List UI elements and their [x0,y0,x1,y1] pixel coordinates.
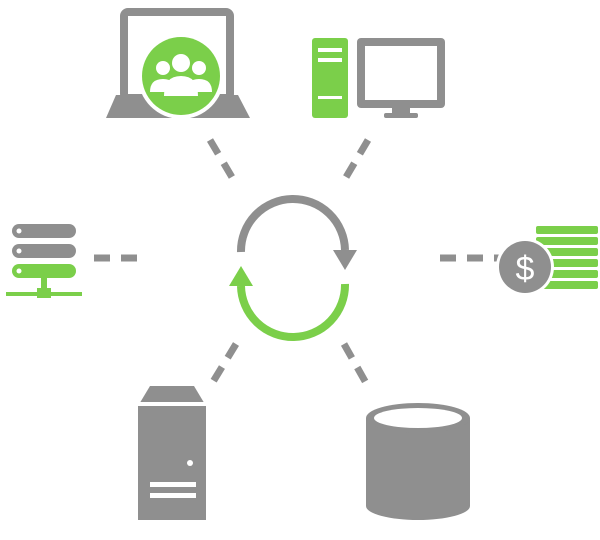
database-icon [366,403,470,520]
tower-server-icon [138,386,206,520]
connector-database [340,342,374,392]
connector-laptop [206,138,240,186]
laptop-with-users-icon [106,8,250,119]
sync-arrows-icon [229,195,357,341]
desktop-computer-icon [312,38,445,118]
connectors [94,138,500,392]
connector-desktop [338,138,372,186]
network-server-icon [6,224,82,298]
connector-tower-server [205,342,239,392]
dollar-symbol: $ [516,250,535,288]
dollar-coins-icon: $ [496,226,598,296]
